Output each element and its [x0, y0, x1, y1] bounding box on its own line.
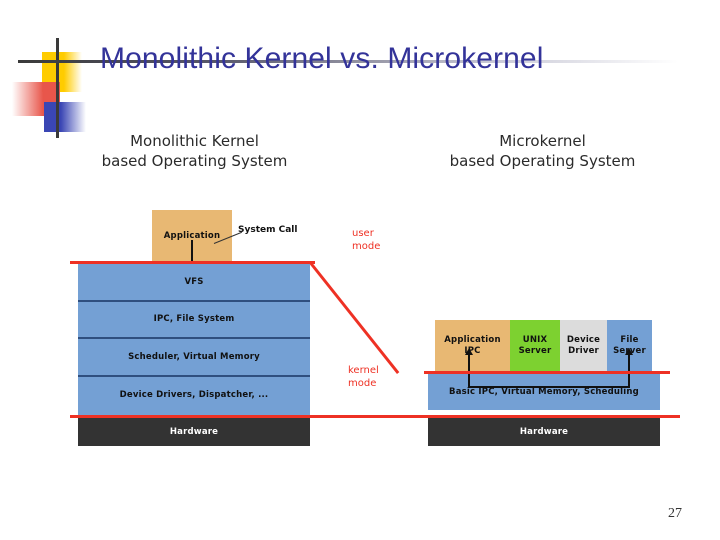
arrow-microkernel-connector [468, 386, 630, 388]
mode-boundary-line-bottom [70, 415, 680, 418]
arrow-to-file-server-shaft [628, 352, 630, 387]
decoration-square-blue [44, 102, 86, 132]
label-user-mode: user mode [352, 227, 380, 253]
title-decoration [10, 30, 140, 142]
block-scheduler-virtual-memory: Scheduler, Virtual Memory [78, 338, 310, 376]
page-title: Monolithic Kernel vs. Microkernel [100, 42, 544, 75]
decoration-vertical-line [56, 38, 59, 138]
unix-server-line2: Server [518, 346, 552, 356]
annotation-system-call: System Call [238, 225, 298, 235]
user-mode-line2: mode [352, 241, 381, 252]
block-application-ipc: Application IPC [435, 320, 510, 372]
mode-boundary-line-left-top [70, 261, 315, 264]
monolithic-heading-line1: Monolithic Kernel [130, 132, 259, 150]
file-server-line1: File [620, 335, 639, 345]
kernel-layer-divider [78, 337, 310, 339]
kernel-layer-divider [78, 300, 310, 302]
mode-boundary-line-diagonal [309, 262, 400, 374]
monolithic-heading-line2: based Operating System [101, 152, 288, 170]
unix-server-line1: UNIX [522, 335, 548, 345]
application-ipc-line1: Application [444, 335, 501, 345]
block-hardware-monolithic: Hardware [78, 418, 310, 446]
block-unix-server: UNIX Server [510, 320, 560, 372]
label-kernel-mode: kernel mode [348, 364, 379, 390]
kernel-mode-line1: kernel [348, 365, 379, 376]
arrow-to-application-ipc-head-icon [465, 348, 473, 355]
user-mode-line1: user [352, 228, 374, 239]
block-device-driver: Device Driver [560, 320, 607, 372]
microkernel-column-heading: Microkernel based Operating System [420, 131, 665, 171]
monolithic-column-heading: Monolithic Kernel based Operating System [72, 131, 317, 171]
title-underline-rule [18, 60, 678, 63]
mode-boundary-line-right-top [424, 371, 670, 374]
kernel-mode-line2: mode [348, 378, 377, 389]
arrow-application-to-vfs-shaft [191, 240, 193, 269]
arrow-to-file-server-head-icon [625, 348, 633, 355]
microkernel-heading-line1: Microkernel [499, 132, 586, 150]
block-microkernel-basic-ipc: Basic IPC, Virtual Memory, Scheduling [428, 374, 660, 410]
device-driver-line2: Driver [568, 346, 599, 356]
page-number: 27 [668, 506, 682, 521]
block-ipc-file-system: IPC, File System [78, 301, 310, 338]
device-driver-line1: Device [566, 335, 601, 345]
microkernel-heading-line2: based Operating System [449, 152, 636, 170]
block-device-drivers-dispatcher: Device Drivers, Dispatcher, ... [78, 376, 310, 415]
arrow-to-application-ipc-shaft [468, 352, 470, 387]
title-area: Monolithic Kernel vs. Microkernel [0, 0, 720, 138]
kernel-layer-divider [78, 375, 310, 377]
block-hardware-microkernel: Hardware [428, 418, 660, 446]
block-vfs: VFS [78, 263, 310, 301]
